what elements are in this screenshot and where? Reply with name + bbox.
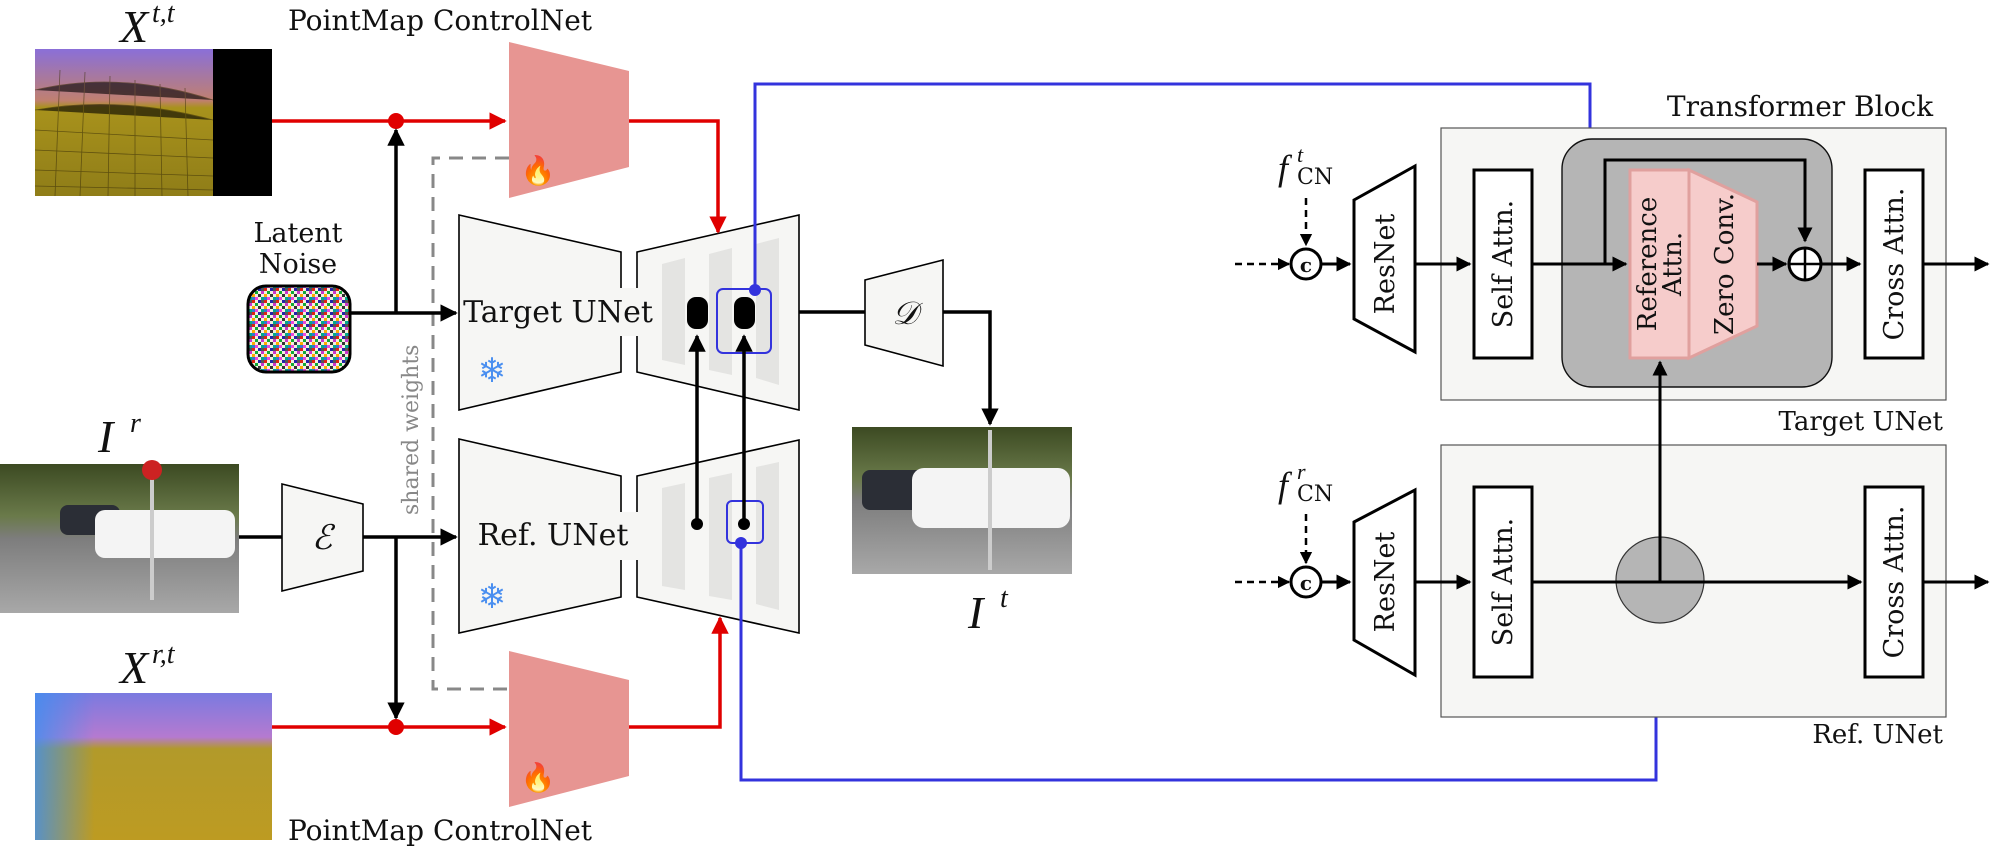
target-pointmap-label: X t,t bbox=[118, 0, 176, 52]
controlnet-bottom: 🔥 PointMap ControlNet bbox=[288, 651, 629, 847]
ref-feature-label: f r CN bbox=[1278, 459, 1333, 507]
ref-unet: Ref. UNet ❄ bbox=[458, 437, 800, 634]
svg-text:t,t: t,t bbox=[152, 0, 176, 29]
zero-conv-label: Zero Conv. bbox=[1710, 193, 1740, 335]
ref-cross-attn-label: Cross Attn. bbox=[1879, 506, 1910, 659]
svg-text:I: I bbox=[97, 411, 116, 462]
ref-resnet-block bbox=[1352, 487, 1417, 678]
snowflake-icon: ❄ bbox=[478, 579, 507, 616]
svg-text:I: I bbox=[967, 587, 986, 638]
target-self-attn-block bbox=[1472, 168, 1534, 360]
svg-text:r: r bbox=[1297, 459, 1306, 484]
target-feature-label: f t CN bbox=[1278, 142, 1333, 190]
ref-unet-label: Ref. UNet bbox=[478, 518, 629, 553]
reference-pointmap-label: X r,t bbox=[118, 639, 176, 693]
controlnet-bottom-output-flow bbox=[629, 616, 729, 729]
latent-noise-label-2: Noise bbox=[259, 249, 337, 280]
zero-conv-block bbox=[1687, 167, 1759, 361]
target-unet-container-label: Target UNet bbox=[1779, 407, 1944, 437]
output-image bbox=[852, 427, 1072, 574]
decoder-to-output-flow bbox=[943, 310, 999, 426]
ref-unet-container-label: Ref. UNet bbox=[1812, 720, 1943, 750]
target-unet: Target UNet ❄ bbox=[458, 213, 800, 412]
attention-token bbox=[734, 297, 755, 329]
target-resnet-block bbox=[1352, 163, 1417, 355]
svg-text:CN: CN bbox=[1297, 165, 1333, 190]
target-attention-link bbox=[753, 82, 1592, 290]
concat-symbol: c bbox=[1300, 253, 1312, 277]
ref-resnet-label: ResNet bbox=[1370, 532, 1401, 633]
reference-attn-label-1: Reference bbox=[1633, 197, 1663, 331]
encoder-block: ℰ bbox=[281, 482, 364, 593]
decoder-block: 𝒟 bbox=[864, 258, 944, 368]
reference-attn-block bbox=[1628, 168, 1691, 360]
ref-self-attn-label: Self Attn. bbox=[1488, 518, 1519, 646]
svg-text:t: t bbox=[1000, 583, 1009, 614]
svg-text:X: X bbox=[118, 642, 150, 693]
controlnet-top-label: PointMap ControlNet bbox=[288, 4, 593, 37]
shared-weights-connector bbox=[431, 156, 509, 691]
svg-text:r,t: r,t bbox=[152, 639, 176, 670]
fire-icon: 🔥 bbox=[521, 154, 556, 187]
reference-attn-label-2: Attn. bbox=[1658, 232, 1688, 297]
attention-token bbox=[687, 297, 708, 329]
svg-text:t: t bbox=[1297, 142, 1304, 167]
latent-noise-label-1: Latent bbox=[253, 218, 342, 249]
fire-icon: 🔥 bbox=[521, 761, 556, 794]
concat-symbol: c bbox=[1300, 571, 1312, 595]
output-image-label: I t bbox=[967, 583, 1009, 638]
svg-text:X: X bbox=[118, 1, 150, 52]
svg-text:f: f bbox=[1278, 148, 1293, 188]
transformer-block-title: Transformer Block bbox=[1667, 90, 1934, 123]
controlnet-top-output-flow bbox=[629, 119, 727, 234]
ref-self-attn-block bbox=[1472, 485, 1534, 679]
latent-noise-image bbox=[246, 284, 352, 374]
svg-text:CN: CN bbox=[1297, 482, 1333, 507]
controlnet-top: PointMap ControlNet 🔥 bbox=[288, 4, 629, 198]
ref-cross-attn-block bbox=[1863, 485, 1925, 679]
reference-pointmap-image bbox=[35, 693, 272, 840]
target-pointmap-image bbox=[34, 49, 272, 197]
junction-dot bbox=[388, 113, 404, 129]
residual-connection bbox=[1603, 158, 1813, 264]
target-resnet-label: ResNet bbox=[1370, 214, 1401, 315]
shared-weights-label: shared weights bbox=[399, 345, 424, 515]
target-unet-label: Target UNet bbox=[463, 295, 653, 330]
target-self-attn-label: Self Attn. bbox=[1488, 200, 1519, 328]
svg-text:r: r bbox=[130, 408, 141, 439]
target-cross-attn-label: Cross Attn. bbox=[1879, 188, 1910, 341]
svg-text:ℰ: ℰ bbox=[312, 520, 336, 557]
reference-image-label: I r bbox=[97, 408, 141, 462]
controlnet-bottom-label: PointMap ControlNet bbox=[288, 814, 593, 847]
snowflake-icon: ❄ bbox=[478, 353, 507, 390]
svg-text:f: f bbox=[1278, 465, 1293, 505]
junction-dot bbox=[388, 719, 404, 735]
reference-image bbox=[0, 460, 239, 613]
